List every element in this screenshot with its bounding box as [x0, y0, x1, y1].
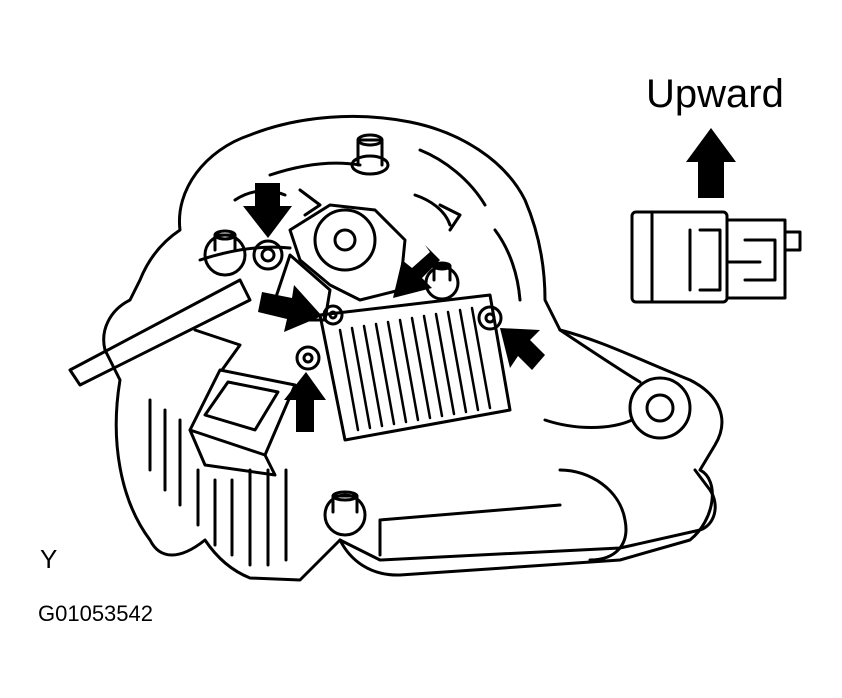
connector-orientation-illustration — [630, 210, 802, 304]
housing-rib — [298, 188, 322, 217]
arrow-icon — [500, 328, 545, 370]
harness-connector-lock — [193, 328, 242, 372]
up-arrow-icon — [686, 128, 736, 198]
arrow-icon — [393, 245, 440, 298]
housing-rib — [413, 193, 452, 227]
housing-rib — [493, 228, 522, 302]
rotor-boss — [313, 208, 377, 272]
arrow-icon — [258, 285, 322, 332]
alternator-housing — [102, 114, 724, 582]
mounting-ear — [628, 376, 692, 440]
lever-rod — [68, 278, 252, 387]
harness-connector — [188, 368, 297, 457]
voltage-regulator — [318, 293, 512, 442]
stud-bolt — [252, 239, 284, 271]
regulator-screw — [477, 305, 503, 331]
figure-id: G01053542 — [38, 601, 153, 626]
harness-connector — [203, 380, 280, 432]
regulator-screw — [322, 304, 344, 326]
stud-bolt — [350, 133, 390, 176]
stud-bolt — [203, 229, 247, 277]
mounting-bracket — [558, 468, 628, 562]
regulator-screw — [295, 345, 321, 371]
housing-rib — [418, 148, 487, 207]
housing-rib — [268, 161, 362, 177]
corner-letter: Y — [40, 544, 58, 574]
stud-bolt — [323, 490, 367, 537]
arrow-icon — [284, 372, 326, 432]
mounting-ear-hole — [645, 393, 675, 423]
harness-connector — [188, 428, 277, 477]
arrow-icon — [243, 183, 292, 238]
housing-rib — [438, 203, 462, 232]
rotor-boss-center — [333, 228, 357, 252]
direction-label: Upward — [646, 72, 784, 116]
brush-holder — [288, 203, 407, 302]
mounting-bracket — [338, 468, 717, 562]
heat-sink-fins — [338, 306, 492, 432]
mounting-bracket — [378, 503, 562, 557]
mounting-ear-arm — [558, 328, 642, 384]
mounting-ear-arm — [543, 418, 634, 429]
